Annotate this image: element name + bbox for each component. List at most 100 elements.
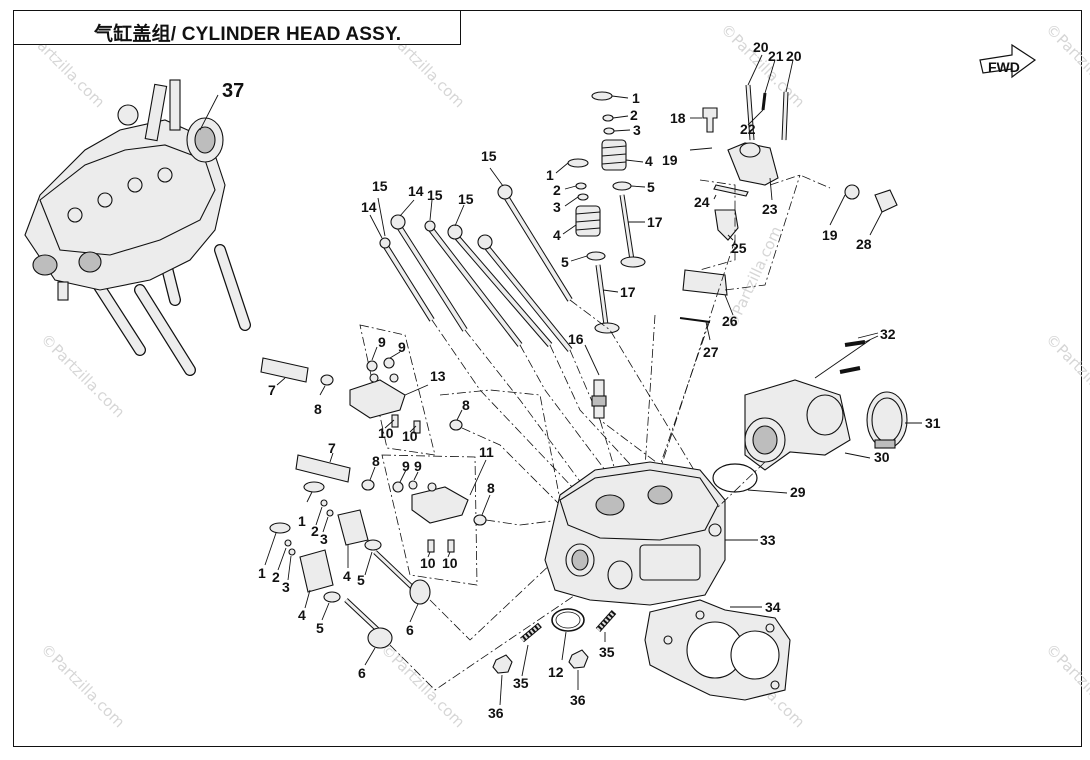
callout-37: 37 [222,80,244,102]
callout-32: 32 [880,326,896,342]
callout-7: 7 [328,440,336,456]
callout-1: 1 [258,565,266,581]
callout-14: 14 [361,199,377,215]
callout-9: 9 [402,458,410,474]
callout-2: 2 [553,182,561,198]
callout-29: 29 [790,484,806,500]
callout-4: 4 [298,607,306,623]
callout-27: 27 [703,344,719,360]
rocker-group-13 [260,324,463,456]
thermostat-dashes [644,174,831,481]
callout-10: 10 [442,555,458,571]
callout-2: 2 [272,569,280,585]
callout-26: 26 [722,313,738,329]
watermark: ©Partzilla.com [1042,20,1090,111]
callout-36: 36 [570,692,586,708]
rocker-13-leaders [276,346,576,521]
callout-4: 4 [553,227,561,243]
watermark: ©Partzilla.com [1042,640,1090,731]
callout-6: 6 [358,665,366,681]
watermark: ©Partzilla.com [717,20,808,111]
bolt-leaders [369,167,504,239]
callout-8: 8 [487,480,495,496]
watermark: ©Partzilla.com [37,330,128,421]
callout-20: 20 [786,48,802,64]
studs-leaders [499,631,606,706]
callout-23: 23 [762,201,778,217]
callout-5: 5 [647,179,655,195]
callout-20: 20 [753,39,769,55]
callout-30: 30 [874,449,890,465]
callout-21: 21 [768,48,784,64]
callout-2: 2 [630,107,638,123]
callout-15: 15 [458,191,474,207]
callout-6: 6 [406,622,414,638]
watermark: ©Partzilla.com [37,640,128,731]
thermostat-parts [679,84,898,323]
cylinder-head-33 [544,461,758,606]
callout-35: 35 [599,644,615,660]
fwd-arrow-icon: FWD [979,43,1037,79]
water-outlet [712,340,908,493]
callout-15: 15 [481,148,497,164]
callout-9: 9 [414,458,422,474]
head-bolts [379,184,573,352]
callout-9: 9 [378,334,386,350]
callout-8: 8 [314,401,322,417]
callout-15: 15 [372,178,388,194]
callout-4: 4 [645,153,653,169]
callout-18: 18 [670,110,686,126]
callout-19: 19 [822,227,838,243]
callout-3: 3 [320,531,328,547]
callout-15: 15 [427,187,443,203]
rocker-11-leaders [329,452,561,558]
callout-24: 24 [694,194,710,210]
callout-8: 8 [372,453,380,469]
callout-10: 10 [402,428,418,444]
watermark: ©Partzilla.com [1042,330,1090,421]
callout-3: 3 [633,122,641,138]
callout-14: 14 [408,183,424,199]
callout-22: 22 [740,121,756,137]
callout-31: 31 [925,415,941,431]
callout-5: 5 [561,254,569,270]
callout-17: 17 [647,214,663,230]
callout-11: 11 [479,444,494,460]
callout-5: 5 [316,620,324,636]
callout-3: 3 [553,199,561,215]
callout-25: 25 [731,240,747,256]
assembled-head-illustration [24,79,251,376]
callout-10: 10 [378,425,394,441]
callout-28: 28 [856,236,872,252]
valve-leaders-upper [555,95,646,293]
callout-9: 9 [398,339,406,355]
watermark: ©Partzilla.com [377,640,468,731]
callout-7: 7 [268,382,276,398]
callout-10: 10 [420,555,436,571]
water-outlet-leaders [714,332,922,511]
callout-8: 8 [462,397,470,413]
fwd-label: FWD [988,59,1020,75]
callout-1: 1 [546,167,554,183]
head-gasket [644,599,791,701]
callout-19: 19 [662,152,678,168]
drawing-frame [13,10,1082,747]
thermostat-leaders [690,54,883,341]
page-title: 气缸盖组/ CYLINDER HEAD ASSY. [94,24,402,45]
callout-2: 2 [311,523,319,539]
callout-36: 36 [488,705,504,721]
rocker-group-11 [295,454,487,586]
callout-1: 1 [298,513,306,529]
callout-17: 17 [620,284,636,300]
valve-stack-upper [567,91,646,334]
callout-33: 33 [760,532,776,548]
callout-3: 3 [282,579,290,595]
studs-and-nuts [492,608,617,674]
callout-16: 16 [568,331,584,347]
valve-leaders-lower [264,491,591,691]
title-box: 气缸盖组/ CYLINDER HEAD ASSY. [13,10,461,45]
callout-1: 1 [632,90,640,106]
callout-4: 4 [343,568,351,584]
spark-plug [584,344,616,471]
